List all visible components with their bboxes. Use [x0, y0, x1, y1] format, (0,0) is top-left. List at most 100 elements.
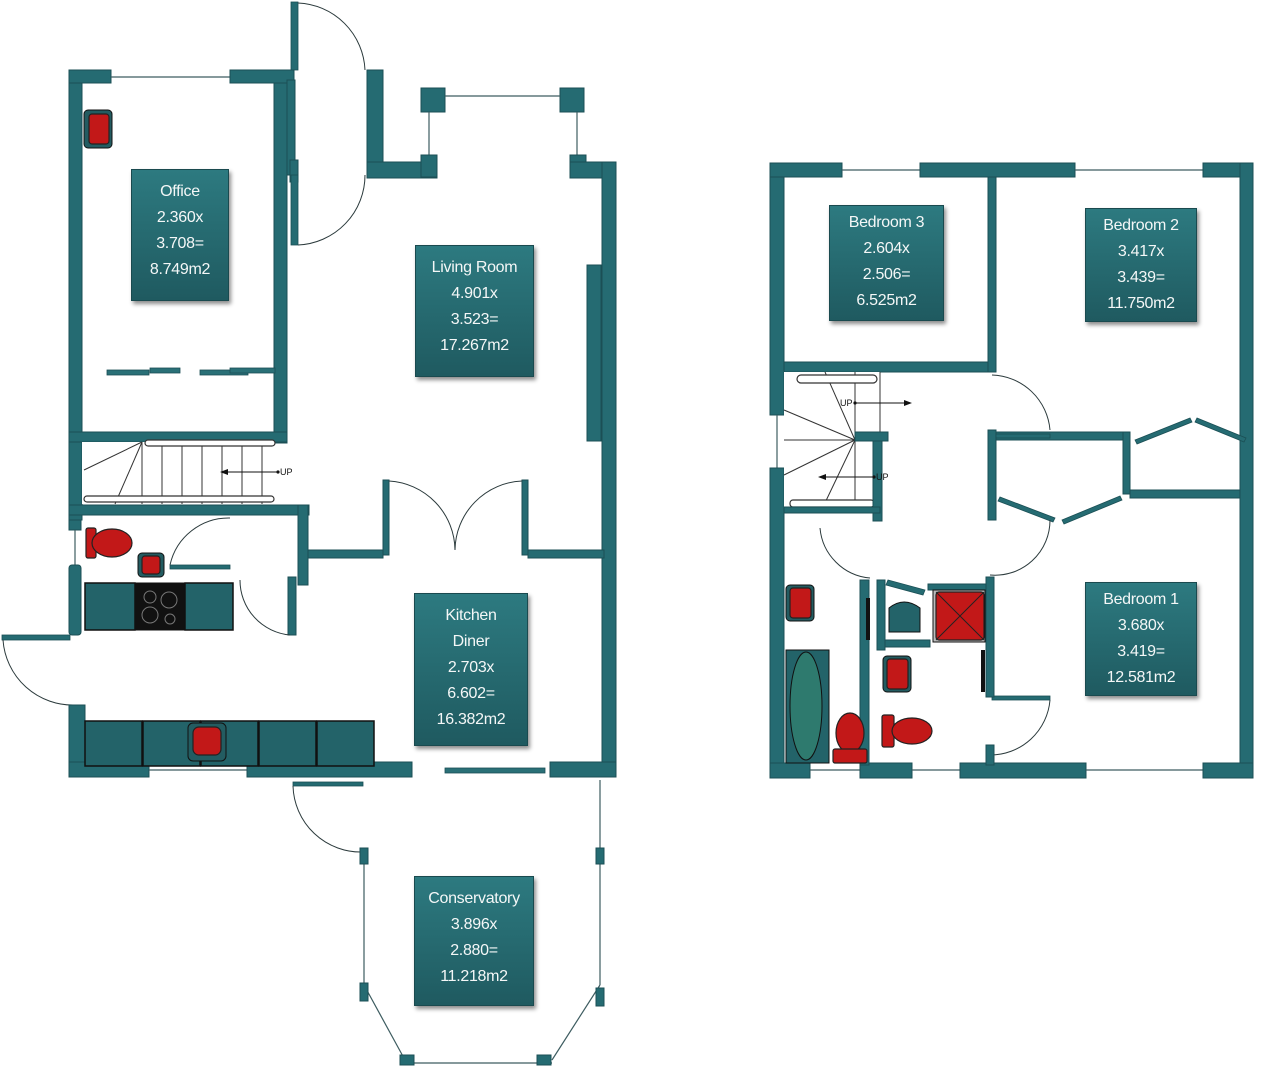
room-label-bedroom-1: Bedroom 1 3.680x 3.419= 12.581m2 [1085, 582, 1197, 696]
room-width: 2.604x [863, 240, 910, 257]
kitchen-units-lower [84, 720, 375, 767]
door-swing [239, 579, 291, 636]
door-swing [989, 519, 1051, 576]
door-swing [454, 480, 523, 551]
side-door[interactable] [1, 634, 71, 641]
wall [769, 762, 811, 779]
room-area: 12.581m2 [1106, 669, 1176, 686]
wall [420, 87, 446, 113]
room-length: 3.708= [156, 235, 204, 252]
room-length: 2.506= [862, 266, 911, 283]
room-name: Living Room [431, 259, 518, 276]
wall [987, 429, 997, 521]
wall [1122, 431, 1131, 495]
door-swing [169, 517, 231, 566]
room-label-office: Office 2.360x 3.708= 8.749m2 [131, 169, 229, 301]
conservatory-door[interactable] [292, 781, 364, 787]
door-swing [297, 174, 366, 246]
front-door[interactable] [290, 1, 299, 71]
bedroom-1-door[interactable] [991, 695, 1051, 701]
wall [959, 762, 1087, 779]
door-swing [819, 527, 871, 579]
handrail [789, 499, 875, 508]
water-tank-icon [888, 601, 921, 633]
wall [876, 579, 886, 651]
bedroom-2-door[interactable] [995, 433, 1051, 439]
wardrobe-door [229, 367, 276, 374]
room-area: 11.218m2 [440, 968, 508, 985]
first-floor-plan: UP UP [769, 162, 1254, 779]
cupboard-door[interactable] [1061, 495, 1123, 525]
sink-icon [882, 655, 912, 693]
arrow-head-icon [904, 400, 912, 406]
sliding-door[interactable] [444, 767, 546, 774]
cupboard-door[interactable] [997, 496, 1056, 523]
door-swing [989, 699, 1051, 756]
wall [783, 361, 995, 373]
boiler-icon [83, 109, 113, 149]
wall [229, 69, 295, 84]
wall [68, 519, 82, 531]
wall [769, 162, 843, 178]
wall [527, 549, 605, 559]
room-length: 3.523= [450, 311, 499, 328]
toilet-icon [881, 714, 933, 748]
room-area: 17.267m2 [440, 337, 509, 354]
bath-icon [785, 649, 830, 764]
sink-icon [785, 584, 815, 622]
wall [987, 176, 997, 373]
room-name: Kitchen [445, 607, 497, 624]
window [363, 984, 406, 1061]
window-post [359, 847, 369, 865]
wall [1129, 489, 1241, 499]
room-name-line2: Diner [452, 633, 490, 650]
window [551, 984, 601, 1061]
airing-cupboard-door[interactable] [885, 579, 926, 596]
staircase [82, 442, 274, 504]
stair-up-label: UP [280, 467, 293, 477]
window-post [595, 847, 605, 865]
wall [985, 576, 995, 698]
wall [872, 440, 883, 522]
door-swing [292, 785, 364, 853]
wall [420, 154, 438, 178]
room-label-conservatory: Conservatory 3.896x 2.880= 11.218m2 [414, 876, 534, 1006]
room-area: 6.525m2 [856, 292, 917, 309]
handrail [144, 439, 276, 447]
wall [927, 583, 989, 591]
wall [297, 504, 309, 586]
inner-door[interactable] [290, 174, 299, 246]
wall [549, 761, 617, 778]
wall [382, 479, 390, 556]
wardrobe-door[interactable] [1194, 417, 1247, 443]
room-area: 16.382m2 [436, 711, 506, 728]
sink-icon [137, 552, 165, 578]
arrow-head-icon [818, 474, 826, 480]
room-length: 2.880= [450, 942, 498, 959]
door-swing [991, 374, 1051, 431]
window-post [595, 987, 605, 1007]
wall [884, 639, 931, 648]
room-name: Conservatory [428, 890, 520, 907]
ground-floor-plan: UP [1, 1, 617, 1066]
wardrobe-door [149, 367, 181, 374]
room-width: 4.901x [451, 285, 498, 302]
room-width: 2.360x [156, 209, 204, 226]
kitchen-units-upper [84, 582, 234, 631]
toilet-icon [85, 527, 133, 559]
hob-icon [141, 590, 178, 625]
wall [559, 87, 585, 113]
window-post [536, 1054, 552, 1066]
window-post [359, 982, 369, 1002]
room-width: 3.896x [450, 916, 498, 933]
wc-door[interactable] [169, 564, 231, 570]
wardrobe-door[interactable] [1134, 417, 1193, 445]
wall [1202, 762, 1254, 779]
kitchen-sink-icon [187, 722, 227, 762]
wall [68, 564, 82, 636]
window-post [399, 1054, 415, 1066]
wall [68, 504, 310, 516]
wall [1239, 162, 1254, 779]
wall [919, 162, 1076, 178]
toilet-icon [832, 712, 868, 764]
